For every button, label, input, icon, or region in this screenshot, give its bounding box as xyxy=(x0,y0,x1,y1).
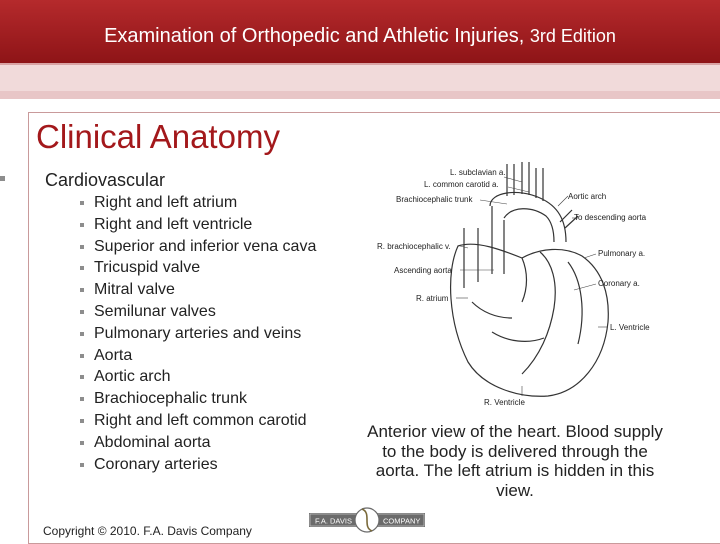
label-l-subclavian: L. subclavian a. xyxy=(450,168,506,177)
label-l-ventricle: L. Ventricle xyxy=(610,323,650,332)
slide-title: Clinical Anatomy xyxy=(36,118,280,155)
list-item-text: Semilunar valves xyxy=(94,302,216,320)
list-item-text: Coronary arteries xyxy=(94,455,218,473)
list-item-text: Abdominal aorta xyxy=(94,433,211,451)
list-item: Right and left ventricle xyxy=(80,214,316,236)
bullet-marker-icon xyxy=(80,353,84,358)
bullet-marker-icon xyxy=(80,244,84,249)
list-item: Superior and inferior vena cava xyxy=(80,236,316,258)
list-item: Tricuspid valve xyxy=(80,257,316,279)
list-item: Aortic arch xyxy=(80,366,316,388)
sub-bullet-list: Right and left atrium Right and left ven… xyxy=(80,192,316,475)
bullet-marker-icon xyxy=(80,222,84,227)
book-title: Examination of Orthopedic and Athletic I… xyxy=(0,25,720,48)
label-coronary-a: Coronary a. xyxy=(598,279,640,288)
heart-diagram: L. subclavian a. L. common carotid a. Br… xyxy=(377,162,650,407)
list-item-text: Right and left atrium xyxy=(94,194,238,211)
logo-right-text: COMPANY xyxy=(383,517,420,526)
bullet-marker-icon xyxy=(80,288,84,293)
decorative-band-line xyxy=(0,91,720,99)
header-bar: Examination of Orthopedic and Athletic I… xyxy=(0,0,720,65)
label-r-ventricle: R. Ventricle xyxy=(484,398,525,407)
book-title-main: Examination of Orthopedic and Athletic I… xyxy=(104,25,525,47)
list-item: Semilunar valves xyxy=(80,301,316,323)
copyright-text: Copyright © 2010. F.A. Davis Company xyxy=(43,524,252,538)
list-item-text: Brachiocephalic trunk xyxy=(94,390,247,408)
decorative-band xyxy=(0,65,720,91)
book-title-edition: 3rd Edition xyxy=(529,26,616,46)
main-bullet-text: Cardiovascular xyxy=(45,170,166,190)
bullet-marker-icon xyxy=(80,266,84,271)
label-r-brachiocephalic-v: R. brachiocephalic v. xyxy=(377,242,451,251)
label-to-descending-aorta: To descending aorta xyxy=(574,213,647,222)
label-r-atrium: R. atrium xyxy=(416,294,449,303)
bullet-marker-icon xyxy=(80,375,84,380)
list-item-text: Right and left ventricle xyxy=(94,215,253,233)
label-pulmonary-a: Pulmonary a. xyxy=(598,249,645,258)
list-item: Right and left common carotid xyxy=(80,410,316,432)
list-item-text: Tricuspid valve xyxy=(94,259,201,277)
list-item-text: Mitral valve xyxy=(94,281,175,299)
label-l-common-carotid: L. common carotid a. xyxy=(424,180,499,189)
list-item: Right and left atrium xyxy=(80,192,316,214)
label-brachiocephalic-trunk: Brachiocephalic trunk xyxy=(396,195,473,204)
publisher-logo-icon: F.A. DAVIS COMPANY xyxy=(309,507,425,533)
list-item-text: Pulmonary arteries and veins xyxy=(94,324,302,342)
figure-caption: Anterior view of the heart. Blood supply… xyxy=(367,422,663,500)
bullet-marker-icon xyxy=(80,462,84,467)
list-item: Coronary arteries xyxy=(80,454,316,476)
list-item: Aorta xyxy=(80,345,316,367)
list-item-text: Aorta xyxy=(94,346,133,364)
bullet-marker-icon xyxy=(0,176,5,181)
list-item: Mitral valve xyxy=(80,279,316,301)
list-item-text: Superior and inferior vena cava xyxy=(94,237,317,255)
bullet-marker-icon xyxy=(80,397,84,402)
list-item-text: Aortic arch xyxy=(94,368,171,386)
list-item: Abdominal aorta xyxy=(80,432,316,454)
list-item-text: Right and left common carotid xyxy=(94,411,307,429)
main-bullet: Cardiovascular xyxy=(0,170,166,191)
slide-panel xyxy=(28,112,720,544)
label-aortic-arch: Aortic arch xyxy=(568,192,606,201)
logo-left-text: F.A. DAVIS xyxy=(315,517,352,526)
bullet-marker-icon xyxy=(80,331,84,336)
bullet-marker-icon xyxy=(80,440,84,445)
bullet-marker-icon xyxy=(80,201,84,205)
bullet-marker-icon xyxy=(80,309,84,314)
label-ascending-aorta: Ascending aorta xyxy=(394,266,452,275)
leader-lines xyxy=(456,176,608,396)
bullet-marker-icon xyxy=(80,418,84,423)
list-item: Brachiocephalic trunk xyxy=(80,388,316,410)
list-item: Pulmonary arteries and veins xyxy=(80,323,316,345)
